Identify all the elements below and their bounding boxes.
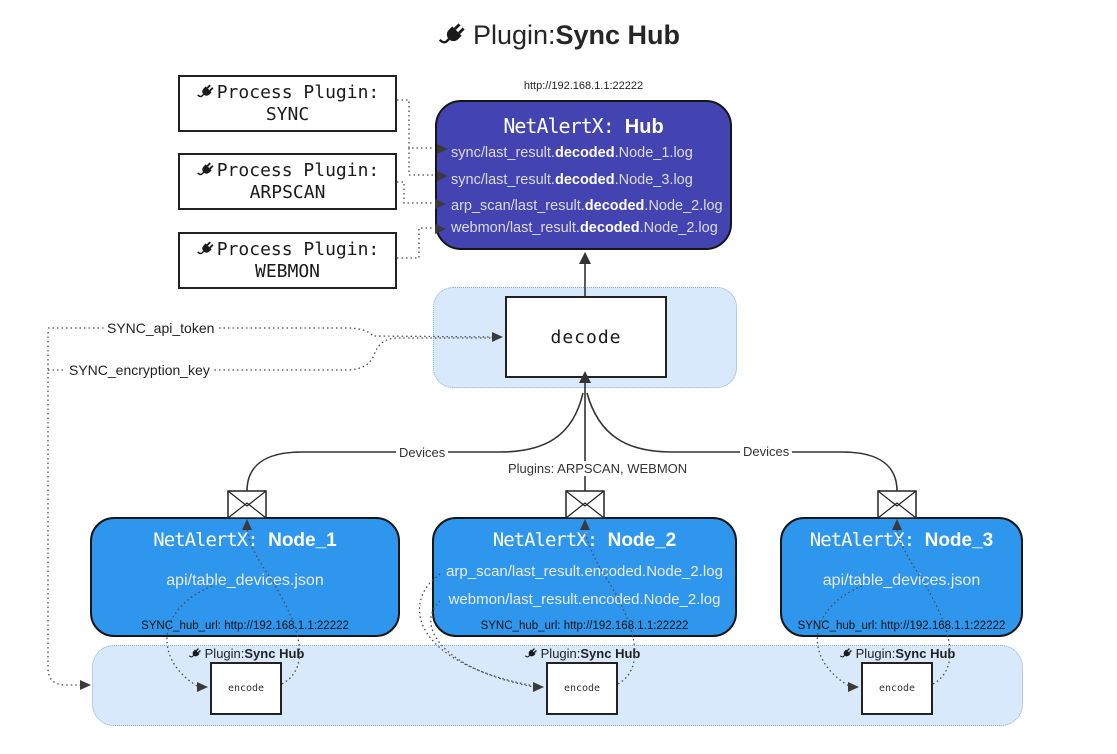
- hub-box: NetAlertX: Hub sync/last_result.decoded.…: [435, 100, 732, 250]
- devices-left-label: Devices: [396, 445, 449, 460]
- encode2-label: Plugin: Sync Hub: [512, 646, 652, 661]
- envelope-icon: [877, 490, 917, 519]
- envelope-icon: [565, 490, 605, 519]
- title-bold: Sync Hub: [555, 20, 681, 50]
- hub-log-line: sync/last_result.decoded.Node_1.log: [451, 145, 693, 161]
- hub-url-label: http://192.168.1.1:22222: [523, 80, 644, 92]
- process-plugin-sync-box: Process Plugin: SYNC: [178, 75, 397, 132]
- process-plugin-name: ARPSCAN: [249, 182, 326, 203]
- node3-title: NetAlertX: Node_3: [809, 529, 994, 551]
- plug-icon: [437, 21, 467, 51]
- encode2-box: encode: [546, 662, 618, 715]
- title-prefix: Plugin:: [472, 20, 556, 50]
- process-plugin-webmon-box: Process Plugin: WEBMON: [178, 232, 397, 289]
- node2-box: NetAlertX: Node_2 arp_scan/last_result.e…: [432, 517, 737, 637]
- node1-file: api/table_devices.json: [166, 572, 324, 589]
- node2-title: NetAlertX: Node_2: [492, 529, 677, 551]
- envelope-icons: [227, 490, 917, 519]
- node3-hub-url: SYNC_hub_url: http://192.168.1.1:22222: [797, 620, 1006, 632]
- plug-icon: [196, 161, 215, 180]
- sync-api-token-label: SYNC_api_token: [104, 320, 218, 336]
- plug-icon: [839, 647, 853, 661]
- encode3-label: Plugin: Sync Hub: [827, 646, 967, 661]
- process-plugin-name: SYNC: [265, 104, 310, 125]
- node2-file: webmon/last_result.encoded.Node_2.log: [448, 591, 721, 608]
- page-title: Plugin: Sync Hub: [0, 20, 1117, 51]
- node2-hub-url: SYNC_hub_url: http://192.168.1.1:22222: [480, 620, 689, 632]
- plug-icon: [196, 240, 215, 259]
- plug-icon: [196, 83, 215, 102]
- node1-title: NetAlertX: Node_1: [153, 529, 337, 551]
- node1-box: NetAlertX: Node_1 api/table_devices.json…: [90, 517, 400, 637]
- hub-title: NetAlertX: Hub: [503, 114, 664, 138]
- node3-file: api/table_devices.json: [822, 572, 981, 589]
- decode-box: decode: [505, 296, 667, 378]
- hub-log-line: sync/last_result.decoded.Node_3.log: [451, 172, 693, 188]
- encode1-label: Plugin: Sync Hub: [176, 646, 316, 661]
- process-plugin-name: WEBMON: [254, 261, 321, 282]
- plug-icon: [188, 647, 202, 661]
- hub-log-line: webmon/last_result.decoded.Node_2.log: [451, 220, 718, 236]
- node1-hub-url: SYNC_hub_url: http://192.168.1.1:22222: [141, 620, 349, 632]
- envelope-icon: [227, 490, 267, 519]
- process-plugin-arpscan-box: Process Plugin: ARPSCAN: [178, 153, 397, 210]
- devices-right-label: Devices: [740, 444, 793, 459]
- plug-icon: [524, 647, 538, 661]
- encode3-box: encode: [861, 662, 933, 715]
- node2-file: arp_scan/last_result.encoded.Node_2.log: [446, 563, 723, 580]
- hub-log-line: arp_scan/last_result.decoded.Node_2.log: [451, 198, 723, 214]
- sync-encryption-key-label: SYNC_encryption_key: [66, 362, 213, 378]
- encode1-box: encode: [210, 662, 282, 715]
- plugins-edge-label: Plugins: ARPSCAN, WEBMON: [505, 461, 691, 476]
- node3-box: NetAlertX: Node_3 api/table_devices.json…: [780, 517, 1023, 637]
